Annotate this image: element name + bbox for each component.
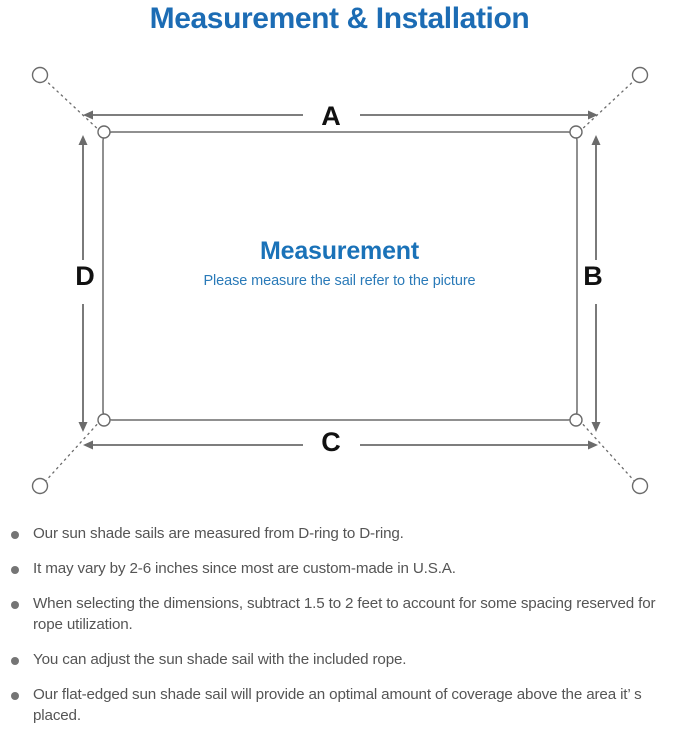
bullet-icon [11,691,19,700]
list-item: When selecting the dimensions, subtract … [0,594,679,636]
sail-caption-block: Measurement Please measure the sail refe… [0,237,679,289]
diagram-canvas [31,66,649,495]
bullet-icon [11,600,19,609]
d-ring-bottom-right [569,413,583,427]
list-item: Our sun shade sails are measured from D-… [0,524,679,545]
anchor-circle-bottom-left [31,477,49,495]
rope-top-right [578,76,639,133]
bullet-icon [11,531,19,539]
shade-sail-diagram: A B C D Measurement Please measure the s… [0,48,679,513]
dimension-label-a: A [321,101,341,131]
rope-bottom-left [41,419,102,486]
d-ring-bottom-left [97,413,111,427]
sail-caption-subtitle: Please measure the sail refer to the pic… [203,272,476,289]
rope-bottom-right [578,419,639,486]
bullet-icon [11,565,19,574]
rope-top-left [41,76,102,133]
anchor-circle-bottom-right [631,477,649,495]
d-ring-top-left [97,125,111,139]
note-text: It may vary by 2-6 inches since most are… [33,559,456,577]
list-item: Our flat-edged sun shade sail will provi… [0,685,679,727]
list-item: It may vary by 2-6 inches since most are… [0,559,679,580]
dimension-label-d: D [75,261,95,291]
d-ring-top-right [569,125,583,139]
bullet-icon [11,656,19,665]
page-title: Measurement & Installation [149,2,530,35]
note-text: Our sun shade sails are measured from D-… [33,525,404,542]
sail-body [102,131,578,421]
anchor-circle-top-right [631,66,649,84]
anchor-circle-top-left [31,66,49,84]
sail-caption-title: Measurement [260,237,419,265]
note-text: Our flat-edged sun shade sail will provi… [33,685,642,724]
notes-list: Our sun shade sails are measured from D-… [0,524,679,741]
note-text: You can adjust the sun shade sail with t… [33,650,407,668]
list-item: You can adjust the sun shade sail with t… [0,650,679,671]
dimension-label-b: B [583,261,603,291]
note-text: When selecting the dimensions, subtract … [33,594,656,633]
dimension-label-c: C [321,427,341,457]
